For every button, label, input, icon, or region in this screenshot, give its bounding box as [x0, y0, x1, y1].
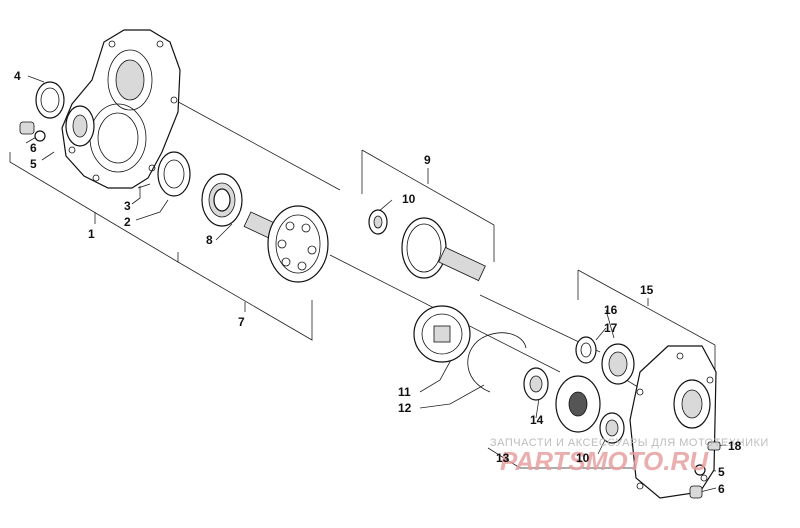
callout-6-left: 6 [30, 141, 37, 155]
callout-6-right: 6 [718, 482, 725, 496]
bolt-18 [707, 441, 721, 451]
sprocket-11 [413, 305, 471, 363]
callout-11: 11 [398, 385, 411, 399]
seal-4 [35, 81, 65, 119]
callout-2: 2 [124, 215, 131, 229]
washer-5-left [34, 130, 46, 142]
callout-7: 7 [238, 315, 245, 329]
callout-17: 17 [604, 321, 618, 335]
washer-10-lower [599, 412, 625, 444]
bearing-14 [523, 367, 549, 401]
washer-10-upper [368, 209, 388, 235]
callout-16: 16 [604, 303, 618, 317]
pin-3 [137, 183, 151, 189]
callout-10-lower: 10 [576, 451, 590, 465]
callout-8: 8 [206, 233, 213, 247]
callout-15: 15 [640, 283, 654, 297]
callout-14: 14 [530, 413, 544, 427]
callout-1: 1 [88, 227, 95, 241]
bearing-16 [601, 343, 635, 385]
seal-17 [575, 336, 597, 364]
callout-5-right: 5 [718, 465, 725, 479]
callout-13: 13 [496, 451, 510, 465]
gear-shaft-9 [401, 217, 486, 282]
snap-ring-12 [467, 332, 527, 393]
watermark: ЗАПЧАСТИ И АКСЕССУАРЫ ДЛЯ МОТОТЕХНИКИ PA… [490, 437, 769, 476]
gear-13 [555, 375, 601, 433]
housing-left [61, 29, 181, 189]
cover-15 [629, 345, 717, 499]
callout-18: 18 [728, 439, 742, 453]
watermark-logo: PARTSMOTO.RU [500, 446, 709, 476]
plug-6-left [19, 121, 35, 135]
callout-10-upper: 10 [402, 192, 416, 206]
bearing-8 [201, 173, 243, 227]
watermark-tagline: ЗАПЧАСТИ И АКСЕССУАРЫ ДЛЯ МОТОТЕХНИКИ [490, 437, 769, 449]
plug-6-right [689, 485, 703, 499]
shaft-gear-7 [243, 205, 329, 283]
callout-4: 4 [14, 69, 21, 83]
callouts: 4 6 5 3 2 1 8 7 9 10 11 12 13 14 15 16 1… [14, 69, 742, 496]
seal-2 [157, 151, 191, 197]
callout-9: 9 [424, 153, 431, 167]
callout-5-left: 5 [30, 157, 37, 171]
callout-12: 12 [398, 401, 412, 415]
callout-3: 3 [124, 199, 131, 213]
washer-5-right [694, 464, 706, 476]
